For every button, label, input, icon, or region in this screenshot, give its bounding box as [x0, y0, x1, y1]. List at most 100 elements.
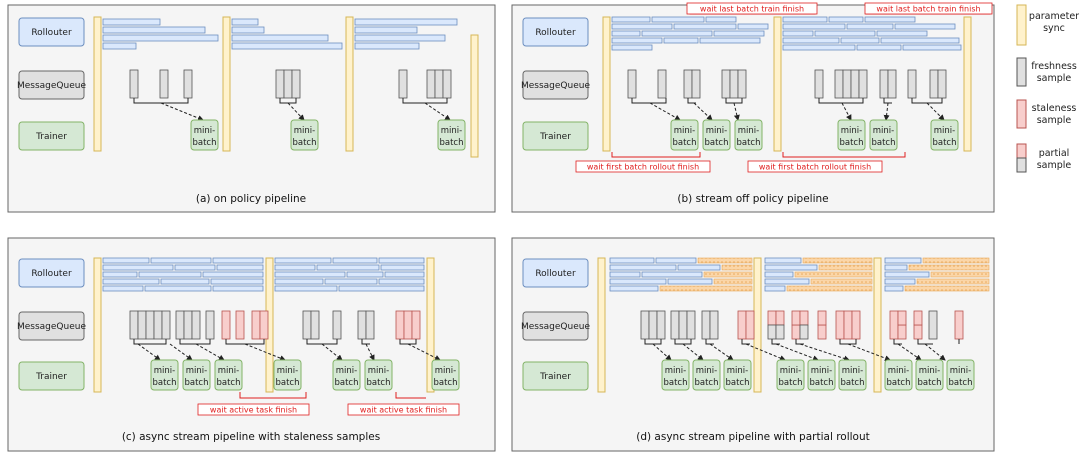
sync-bar [93, 257, 102, 393]
panel-c: Rollouter MessageQueue Trainer [7, 237, 496, 452]
svg-text:mini-: mini- [811, 366, 832, 376]
svg-text:batch: batch [918, 378, 942, 388]
minibatch-labels: mini-batch mini-batch mini-batch mini-ba… [664, 366, 973, 388]
sync-bar [602, 16, 611, 152]
panel-c-caption: (c) async stream pipeline with staleness… [122, 431, 380, 443]
wait-train-text: wait last batch train finish [876, 5, 980, 14]
flow-arrows [137, 343, 441, 361]
svg-text:mini-: mini- [934, 126, 955, 136]
rollouter-box [522, 17, 589, 47]
svg-text:mini-: mini- [873, 126, 894, 136]
svg-text:batch: batch [933, 138, 957, 148]
wait-rollout-text: wait first batch rollout finish [759, 163, 871, 172]
trainer-box [18, 121, 85, 151]
rollouter-label: Rollouter [31, 28, 72, 38]
svg-text:batch: batch [367, 378, 391, 388]
legend-fresh-label: freshness [1031, 61, 1077, 72]
svg-text:mini-: mini- [665, 366, 686, 376]
rollouter-box [522, 258, 589, 288]
wait-train-tag [686, 2, 818, 15]
minibatches [150, 359, 460, 391]
svg-text:mini-: mini- [706, 126, 727, 136]
svg-text:mini-: mini- [441, 126, 462, 136]
rollouter-label: Rollouter [31, 269, 72, 279]
svg-text:batch: batch [153, 378, 177, 388]
svg-text:mini-: mini- [696, 366, 717, 376]
legend-stale-swatch [1016, 99, 1027, 129]
legend-fresh-swatch [1016, 57, 1027, 87]
sync-bar [345, 16, 354, 152]
queue-box [522, 70, 589, 100]
rollouter-box [18, 17, 85, 47]
queue-label: MessageQueue [17, 81, 86, 91]
svg-text:mini-: mini- [186, 366, 207, 376]
svg-text:mini-: mini- [368, 366, 389, 376]
svg-text:batch: batch [293, 138, 317, 148]
flow-arrows [649, 102, 945, 121]
wait-rollout-text: wait first batch rollout finish [587, 163, 699, 172]
trainer-box [18, 361, 85, 391]
queue-label: MessageQueue [521, 322, 590, 332]
wait-rollout-tag [747, 160, 883, 173]
panel-b-caption: (b) stream off policy pipeline [677, 193, 828, 205]
minibatch-labels: mini-batch mini-batch mini-batch mini-ba… [673, 126, 957, 148]
wait-active-tag [197, 403, 310, 416]
sync-bar [773, 16, 782, 152]
panel-d: Rollouter MessageQueue Trainer [511, 237, 995, 452]
legend-partial-label: sample [1037, 160, 1072, 171]
wait-annotations [239, 392, 426, 399]
svg-text:batch: batch [872, 138, 896, 148]
svg-text:batch: batch [664, 378, 688, 388]
trainer-label: Trainer [539, 132, 571, 142]
minibatches [190, 119, 466, 151]
svg-text:batch: batch [440, 138, 464, 148]
svg-text:mini-: mini- [727, 366, 748, 376]
wait-train-tag [864, 2, 993, 15]
sync-bar [873, 257, 882, 393]
svg-text:batch: batch [193, 138, 217, 148]
trainer-box [522, 121, 589, 151]
rollouter-box [18, 258, 85, 288]
sync-bar [963, 16, 972, 152]
sync-bar [597, 257, 606, 393]
flow-arrows [160, 102, 451, 121]
queue-box [18, 311, 85, 341]
svg-text:batch: batch [335, 378, 359, 388]
fresh-samples [129, 310, 375, 340]
legend-fresh-label: sample [1037, 73, 1072, 84]
sync-bar [93, 16, 102, 152]
minibatches [661, 359, 975, 391]
legend-sync-label: parameter [1029, 11, 1079, 22]
svg-text:mini-: mini- [888, 366, 909, 376]
wait-train-text: wait last batch train finish [700, 5, 804, 14]
svg-text:mini-: mini- [194, 126, 215, 136]
minibatches [670, 119, 959, 151]
svg-text:mini-: mini- [842, 366, 863, 376]
legend-sync-swatch [1016, 4, 1027, 46]
legend-sync-label: sync [1043, 23, 1065, 34]
rollouter-label: Rollouter [535, 269, 576, 279]
svg-text:batch: batch [434, 378, 458, 388]
panel-d-caption: (d) async stream pipeline with partial r… [636, 431, 870, 443]
rollout-bars [102, 257, 425, 292]
rollout-bars [611, 16, 962, 51]
svg-text:batch: batch [887, 378, 911, 388]
svg-text:batch: batch [705, 138, 729, 148]
svg-text:batch: batch [779, 378, 803, 388]
rollouter-label: Rollouter [535, 28, 576, 38]
panel-a-caption: (a) on policy pipeline [196, 193, 306, 205]
svg-text:batch: batch [695, 378, 719, 388]
svg-text:batch: batch [949, 378, 973, 388]
trainer-label: Trainer [35, 132, 67, 142]
wait-active-text: wait active task finish [210, 406, 297, 415]
svg-text:batch: batch [737, 138, 761, 148]
partial-rollout-bars [659, 257, 990, 292]
legend-partial-label: partial [1039, 148, 1070, 159]
queue-label: MessageQueue [521, 81, 590, 91]
rollout-bars [609, 257, 930, 292]
svg-text:batch: batch [217, 378, 241, 388]
minibatch-labels: mini- batch mini- batch mini- batch [193, 126, 464, 148]
svg-text:mini-: mini- [674, 126, 695, 136]
svg-text:batch: batch [673, 138, 697, 148]
